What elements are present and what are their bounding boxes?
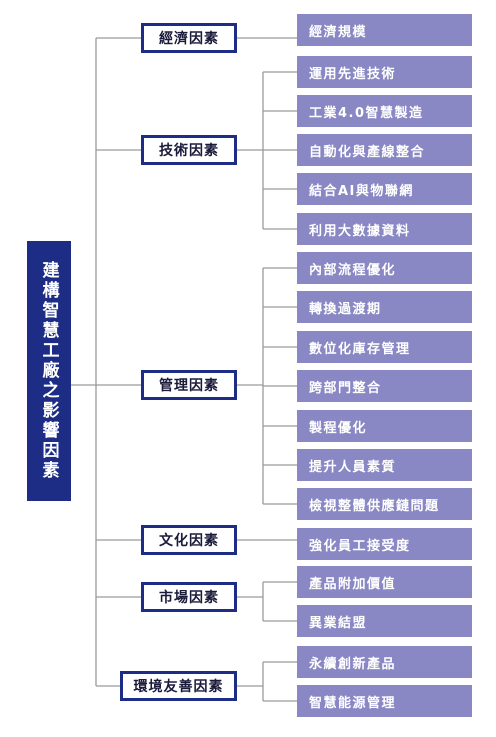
leaf-big-data: 利用大數據資料: [297, 213, 472, 245]
leaf-added-value: 產品附加價值: [297, 566, 472, 598]
leaf-sustainable-products: 永續創新產品: [297, 646, 472, 678]
category-technology: 技術因素: [141, 135, 237, 165]
leaf-process-optimization: 內部流程優化: [297, 252, 472, 284]
leaf-automation: 自動化與產線整合: [297, 134, 472, 166]
leaf-economies-of-scale: 經濟規模: [297, 14, 472, 46]
category-culture: 文化因素: [141, 525, 237, 555]
category-market: 市場因素: [141, 582, 237, 612]
leaf-alliance: 異業結盟: [297, 605, 472, 637]
leaf-ai-iot: 結合AI與物聯網: [297, 173, 472, 205]
leaf-employee-acceptance: 強化員工接受度: [297, 528, 472, 560]
leaf-advanced-tech: 運用先進技術: [297, 56, 472, 88]
category-management: 管理因素: [141, 370, 237, 400]
leaf-digital-inventory: 數位化庫存管理: [297, 331, 472, 363]
category-environment: 環境友善因素: [120, 671, 237, 701]
leaf-industry-4-0: 工業4.0智慧製造: [297, 95, 472, 127]
root-node: 建構智慧工廠之影響因素: [27, 241, 71, 501]
leaf-staff-quality: 提升人員素質: [297, 449, 472, 481]
leaf-transition-period: 轉換過渡期: [297, 291, 472, 323]
leaf-manufacturing-optimization: 製程優化: [297, 410, 472, 442]
leaf-energy-management: 智慧能源管理: [297, 685, 472, 717]
category-economic: 經濟因素: [141, 23, 237, 53]
leaf-supply-chain: 檢視整體供應鏈問題: [297, 488, 472, 520]
leaf-cross-department: 跨部門整合: [297, 370, 472, 402]
